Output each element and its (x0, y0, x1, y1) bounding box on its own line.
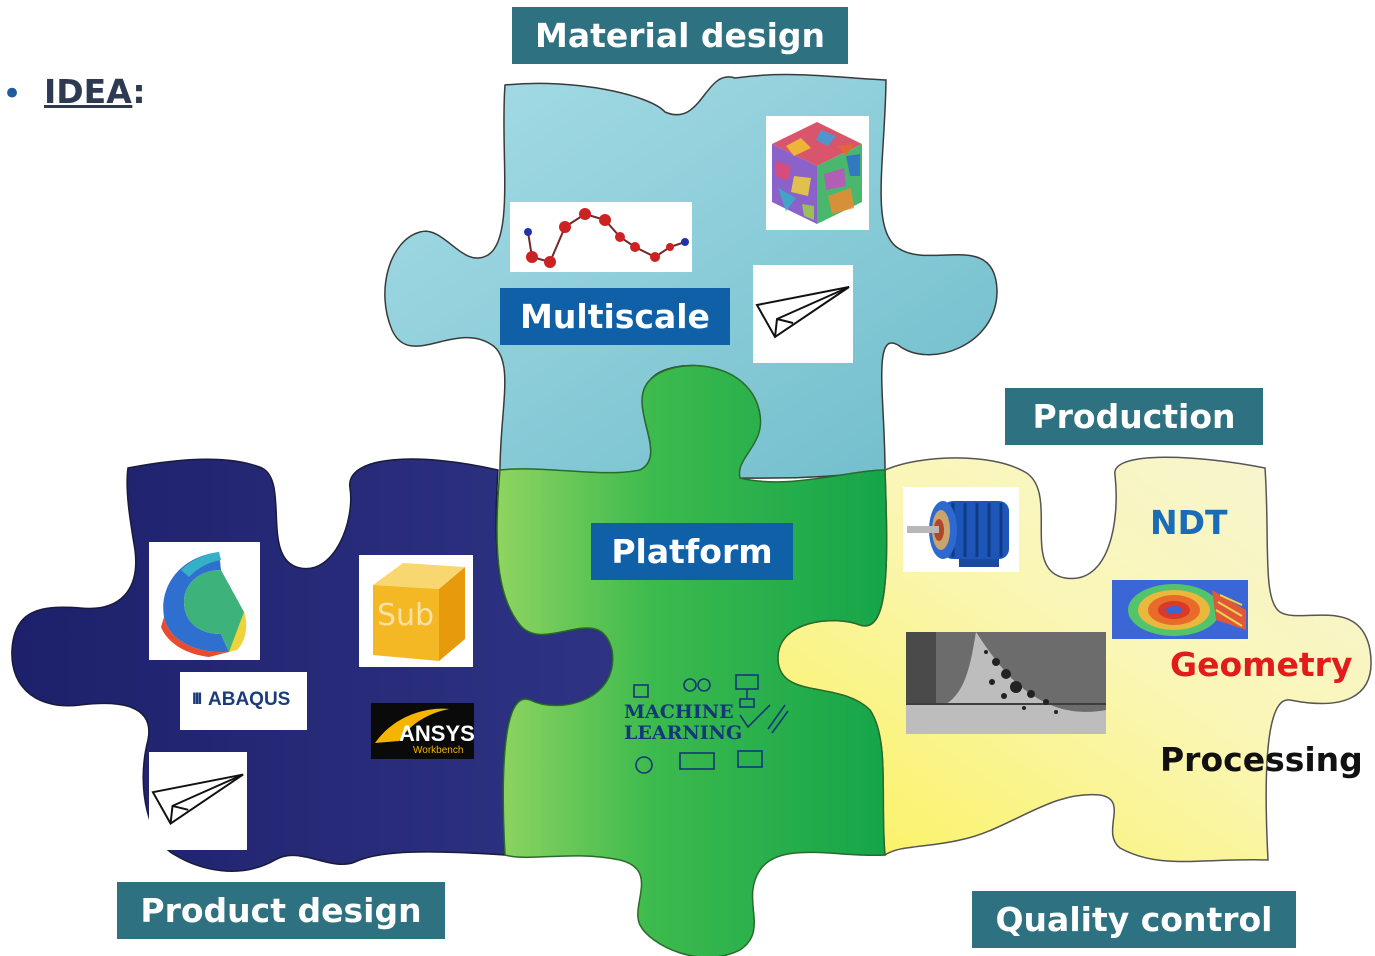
geometry-text: Geometry (1170, 645, 1353, 684)
ml-line1: MACHINE (624, 701, 734, 723)
paper-plane-icon (753, 265, 853, 363)
multiscale-label: Multiscale (500, 288, 730, 345)
molecule-chain-icon (510, 202, 692, 272)
idea-heading: IDEA: (44, 72, 146, 111)
ct-scan-image-icon (1112, 580, 1248, 639)
idea-word: IDEA (44, 72, 133, 111)
micrograph-image-icon (906, 632, 1106, 734)
machine-learning-graphic-icon: MACHINE LEARNING (620, 665, 790, 790)
polycrystal-cube-icon (766, 116, 869, 230)
subdomain-box-icon: Sub (359, 555, 473, 667)
ndt-text: NDT (1150, 503, 1228, 542)
processing-text: Processing (1160, 740, 1363, 779)
idea-colon: : (132, 72, 146, 111)
bullet-dot: • (2, 74, 23, 114)
ansys-sub-text: Workbench (413, 745, 464, 756)
ml-line2: LEARNING (624, 722, 743, 744)
ansys-logo: ANSYS Workbench (371, 703, 474, 759)
paper-plane-icon-2 (149, 752, 247, 850)
turbine-model-icon (149, 542, 260, 660)
abaqus-mark: III (192, 689, 202, 708)
quality-control-label: Quality control (972, 891, 1296, 948)
platform-piece (496, 364, 888, 956)
abaqus-logo: III ABAQUS (180, 672, 307, 730)
sub-box-text: Sub (377, 598, 434, 633)
ansys-text: ANSYS (399, 721, 474, 746)
platform-label: Platform (591, 523, 793, 580)
material-design-label: Material design (512, 7, 848, 64)
electric-motor-icon (903, 487, 1019, 572)
abaqus-text: ABAQUS (208, 689, 291, 710)
product-design-label: Product design (117, 882, 445, 939)
production-label: Production (1005, 388, 1263, 445)
